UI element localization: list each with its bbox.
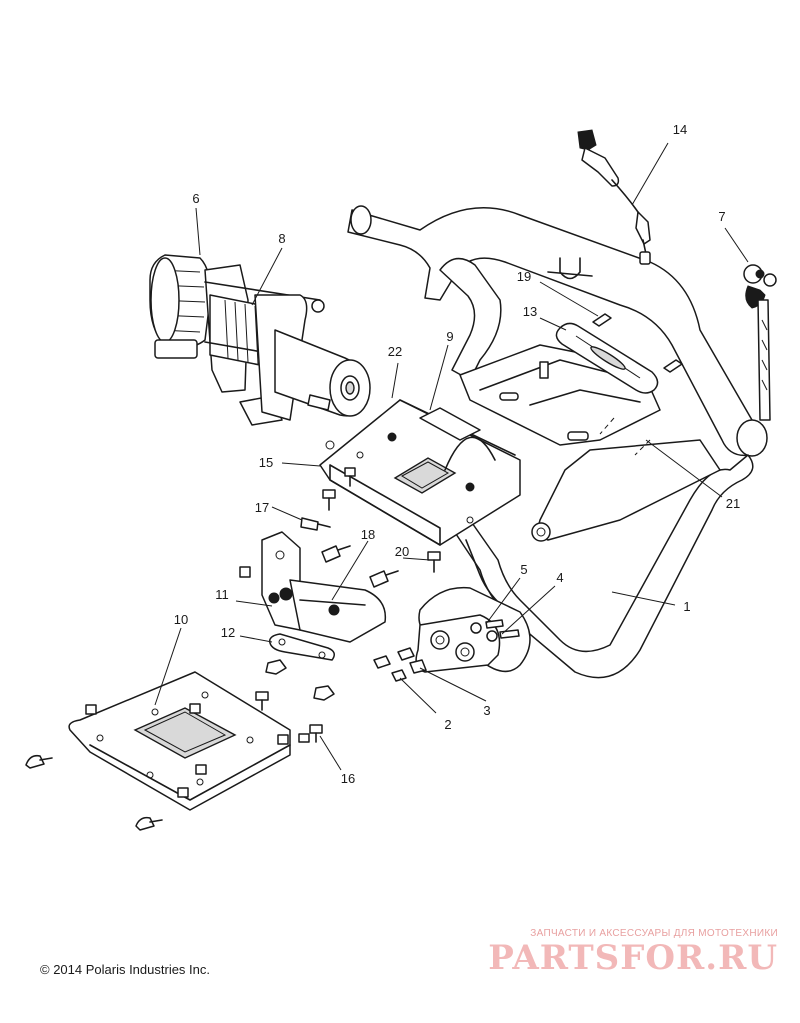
watermark: ЗАПЧАСТИ И АКСЕССУАРЫ ДЛЯ МОТОТЕХНИКИ PA… [478,928,778,977]
watermark-logo: PARTSFOR.RU [488,938,778,978]
callout-14: 14 [673,122,687,137]
copyright-notice: © 2014 Polaris Industries Inc. [40,962,210,977]
winch-mount-plate [319,399,521,546]
callout-11: 11 [215,587,229,602]
callout-21: 21 [726,496,740,511]
winch [149,254,371,426]
callout-22: 22 [388,344,402,359]
callout-3: 3 [483,703,490,718]
callout-2: 2 [444,717,451,732]
callout-10: 10 [174,612,188,627]
callout-6: 6 [192,191,199,206]
callout-16: 16 [341,771,355,786]
callout-17: 17 [255,500,269,515]
fasteners-lower [373,619,520,682]
callout-15: 15 [259,455,273,470]
winch-hook-strap [743,264,777,421]
fairlead [555,322,659,394]
callout-8: 8 [278,231,285,246]
support-bracket [239,531,387,643]
callout-19: 19 [517,269,531,284]
bolts-upper [300,467,441,588]
fairlead-bolts [539,313,683,456]
callout-12: 12 [221,625,235,640]
callout-18: 18 [361,527,375,542]
skid-plate [25,671,291,831]
callout-9: 9 [446,329,453,344]
callout-1: 1 [683,599,690,614]
callout-5: 5 [520,562,527,577]
winch-remote-plug [577,129,651,265]
callout-4: 4 [556,570,563,585]
callout-7: 7 [718,209,725,224]
leader-lines [154,142,749,771]
watermark-tagline: ЗАПЧАСТИ И АКСЕССУАРЫ ДЛЯ МОТОТЕХНИКИ [530,928,778,939]
callout-13: 13 [523,304,537,319]
callout-20: 20 [395,544,409,559]
spacer-plate [255,633,335,743]
callout-labels: 1 2 3 4 5 6 7 8 9 10 11 12 13 14 15 16 1… [174,122,740,786]
